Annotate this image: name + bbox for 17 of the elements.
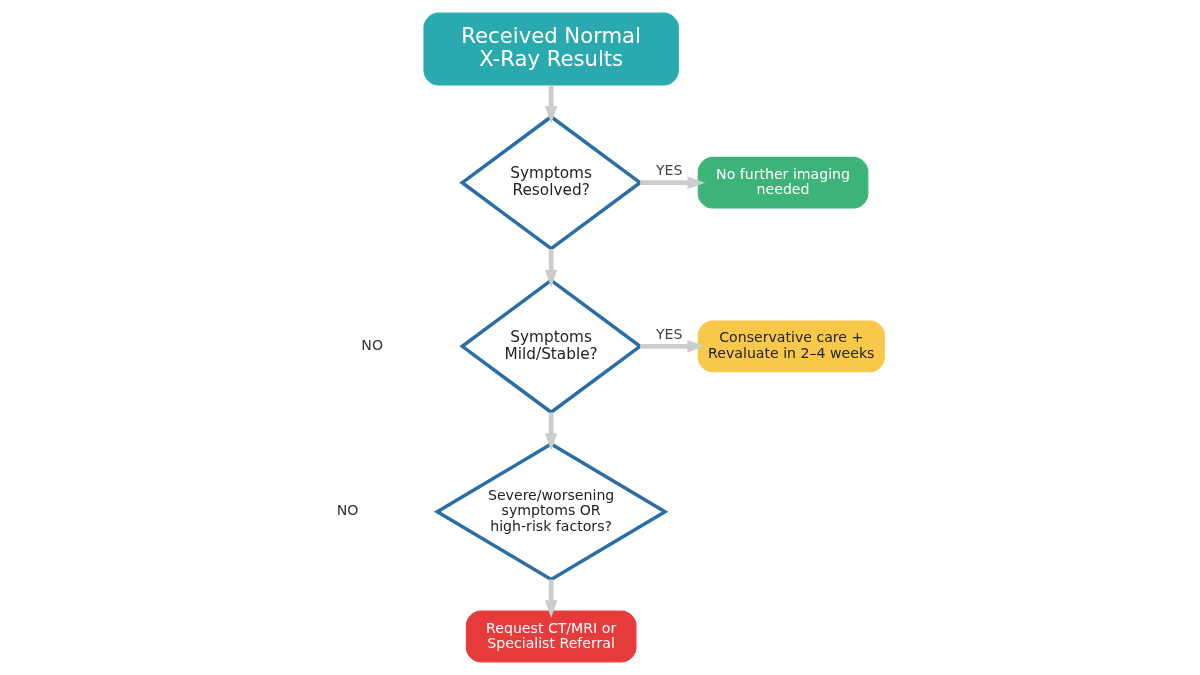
- node-diamond: Symptoms Mild/Stable?: [459, 278, 643, 415]
- node-box: Received Normal X-Ray Results: [423, 12, 679, 86]
- edge-label: YES: [655, 325, 683, 342]
- arrow: [640, 176, 706, 189]
- arrow: [640, 340, 706, 353]
- node-box: No further imaging needed: [697, 156, 869, 209]
- arrow: [544, 579, 558, 618]
- node-box: Request CT/MRI or Specialist Referral: [465, 610, 637, 663]
- node-diamond: Symptoms Resolved?: [459, 114, 643, 251]
- edge-label: YES: [655, 162, 683, 179]
- label: NO: [361, 336, 384, 353]
- label: NO: [336, 502, 359, 519]
- node-diamond: Severe/worsening symptoms OR high-risk factors?: [433, 442, 669, 582]
- arrow: [544, 85, 558, 124]
- node-box: Conservative care + Revaluate in 2–4 weeks: [697, 320, 885, 373]
- arrow: [544, 249, 558, 288]
- arrow: [544, 412, 558, 451]
